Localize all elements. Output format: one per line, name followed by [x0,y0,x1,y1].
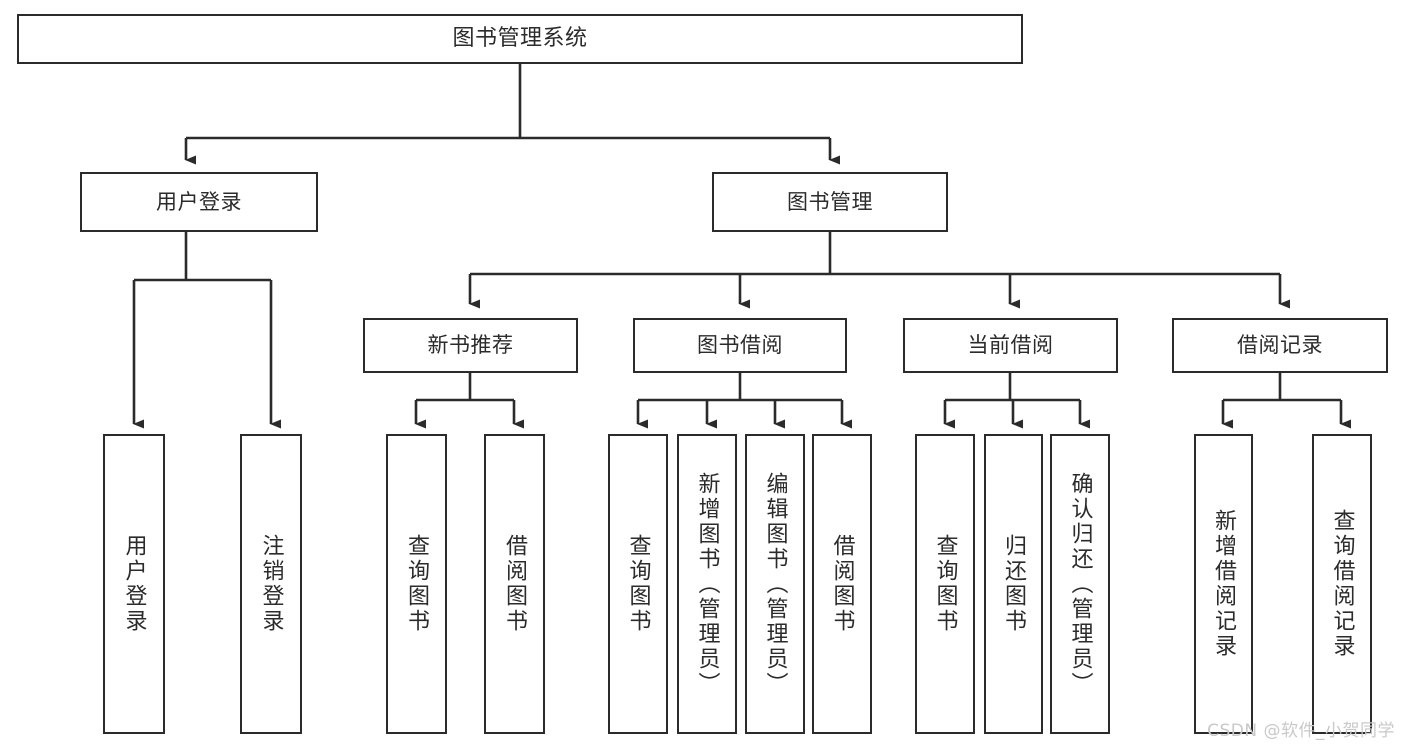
node-label: 查询图书 [625,534,651,634]
leaf-confirm-return-admin[interactable]: 确认归还（管理员） [1050,434,1110,734]
node-new-book-recommend[interactable]: 新书推荐 [363,318,578,373]
leaf-query-borrow-record[interactable]: 查询借阅记录 [1312,434,1372,734]
node-label: 新增图书（管理员） [694,471,720,697]
node-label: 图书管理系统 [452,26,588,52]
node-label: 查询图书 [404,534,430,634]
node-current-borrow[interactable]: 当前借阅 [903,318,1118,373]
leaf-query-book-current[interactable]: 查询图书 [915,434,975,734]
node-label: 借阅记录 [1237,333,1323,358]
leaf-user-login[interactable]: 用户登录 [103,434,165,734]
node-label: 确认归还（管理员） [1067,471,1093,697]
leaf-add-book-admin[interactable]: 新增图书（管理员） [677,434,737,734]
leaf-query-book-borrow[interactable]: 查询图书 [608,434,668,734]
node-root-book-management-system[interactable]: 图书管理系统 [17,14,1023,64]
node-label: 当前借阅 [967,333,1054,358]
node-label: 借阅图书 [502,534,528,634]
node-book-management[interactable]: 图书管理 [712,172,948,232]
node-label: 图书借阅 [697,333,783,358]
leaf-add-borrow-record[interactable]: 新增借阅记录 [1194,434,1253,734]
leaf-edit-book-admin[interactable]: 编辑图书（管理员） [745,434,805,734]
node-user-login[interactable]: 用户登录 [80,172,318,232]
leaf-logout[interactable]: 注销登录 [240,434,302,734]
watermark-text: CSDN @软件_小贺同学 [1207,721,1395,741]
node-borrow-record[interactable]: 借阅记录 [1172,318,1388,373]
node-label: 新书推荐 [427,333,514,358]
node-book-borrow[interactable]: 图书借阅 [633,318,847,373]
node-label: 图书管理 [787,189,873,214]
node-label: 查询借阅记录 [1329,509,1355,659]
leaf-query-book-recommend[interactable]: 查询图书 [386,434,447,734]
node-label: 编辑图书（管理员） [762,471,788,697]
node-label: 借阅图书 [829,534,855,634]
leaf-borrow-book[interactable]: 借阅图书 [812,434,872,734]
node-label: 新增借阅记录 [1211,509,1237,659]
node-label: 归还图书 [1001,534,1027,634]
leaf-borrow-book-recommend[interactable]: 借阅图书 [484,434,545,734]
leaf-return-book[interactable]: 归还图书 [984,434,1043,734]
node-label: 用户登录 [121,534,147,634]
node-label: 用户登录 [156,189,242,214]
node-label: 查询图书 [932,534,958,634]
node-label: 注销登录 [258,534,284,634]
